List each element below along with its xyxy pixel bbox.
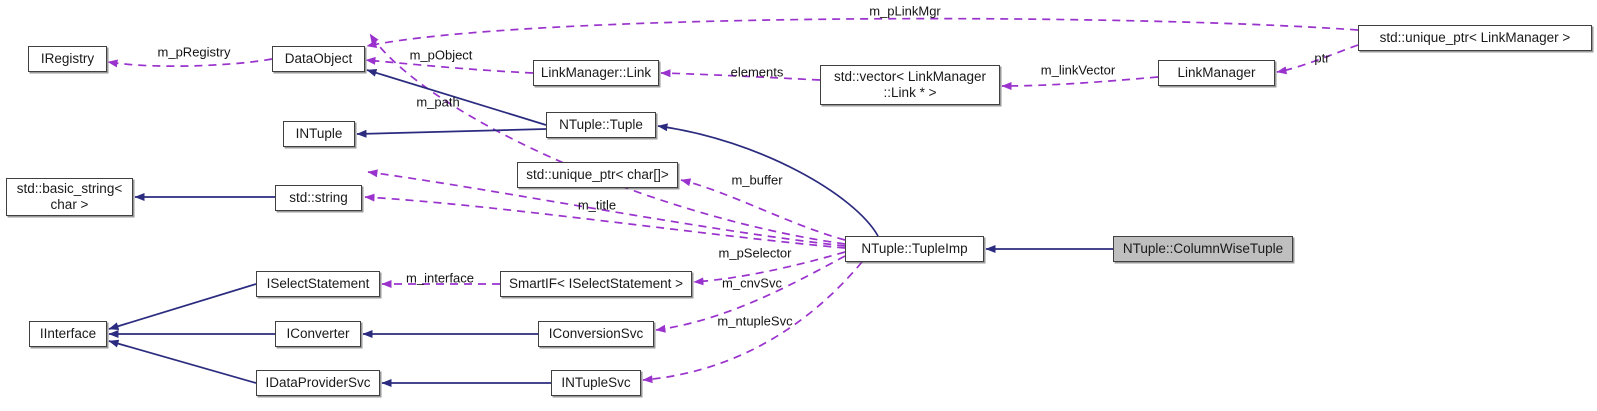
class-node-linkmanager[interactable]: LinkManager — [1158, 60, 1275, 86]
edge-label-m_pObject: m_pObject — [409, 47, 473, 63]
e-tupleimp-string-path — [367, 169, 846, 247]
class-node-tupleimp[interactable]: NTuple::TupleImp — [845, 236, 984, 262]
class-node-intuplesvc[interactable]: INTupleSvc — [551, 370, 641, 396]
edge-label-m_linkVector: m_linkVector — [1040, 62, 1116, 78]
edge-label-ptr: ptr — [1314, 50, 1330, 66]
edge-label-m_path: m_path — [416, 94, 460, 110]
class-node-iconverter[interactable]: IConverter — [275, 321, 361, 347]
edge-label-m_pRegistry: m_pRegistry — [157, 44, 231, 60]
edge-label-m_buffer: m_buffer — [731, 172, 783, 188]
class-node-uniqueptrchar[interactable]: std::unique_ptr< char[]> — [517, 162, 678, 188]
e-iselectstmt-iinterface — [108, 283, 257, 331]
e-dataobject-iregistry — [107, 58, 273, 68]
e-link-dataobject — [365, 56, 534, 74]
edge-label-m_cnvSvc: m_cnvSvc — [722, 275, 782, 291]
class-node-idataprovider[interactable]: IDataProviderSvc — [256, 370, 380, 396]
e-tupleimp-tuple — [657, 123, 879, 237]
e-uniqueptr-linkmanager — [1276, 44, 1359, 75]
class-node-ntupletuple[interactable]: NTuple::Tuple — [546, 112, 656, 138]
class-node-uniqueptrlm[interactable]: std::unique_ptr< LinkManager > — [1358, 25, 1592, 51]
class-node-iconversionsvc[interactable]: IConversionSvc — [538, 321, 654, 347]
edge-label-m_ntupleSvc: m_ntupleSvc — [717, 313, 793, 329]
e-tupleimp-iconversionsvc — [655, 255, 846, 333]
edge-label-m_interface: m_interface — [406, 270, 474, 286]
e-tupleimp-string-title — [364, 193, 846, 249]
e-tupleimp-intuplesvc — [642, 261, 863, 384]
class-node-stdstring[interactable]: std::string — [275, 185, 362, 211]
edge-label-elements: elements — [730, 64, 784, 80]
e-tuple-intuple — [356, 128, 547, 138]
class-node-iselectstmt[interactable]: ISelectStatement — [256, 271, 380, 297]
e-tuple-dataobject — [366, 68, 547, 126]
class-node-smartif[interactable]: SmartIF< ISelectStatement > — [500, 271, 692, 297]
e-vector-link — [660, 69, 821, 81]
class-node-vectorlink[interactable]: std::vector< LinkManager ::Link * > — [820, 65, 1000, 105]
edge-label-m_title: m_title — [577, 197, 617, 213]
edge-label-m_pSelector: m_pSelector — [718, 245, 792, 261]
class-node-iinterface[interactable]: IInterface — [29, 321, 107, 347]
e-idataprovider-iinterface — [108, 339, 257, 384]
class-node-dataobject[interactable]: DataObject — [272, 46, 365, 72]
e-uniqueptr-dataobject — [366, 17, 1359, 48]
class-node-columnwise[interactable]: NTuple::ColumnWiseTuple — [1113, 236, 1293, 262]
class-node-iregistry[interactable]: IRegistry — [28, 46, 107, 72]
edge-label-m_pLinkMgr: m_pLinkMgr — [869, 3, 941, 19]
e-tupleimp-dataobject — [369, 33, 846, 245]
class-node-linkmanagerlink[interactable]: LinkManager::Link — [533, 60, 659, 86]
class-node-basicstring[interactable]: std::basic_string< char > — [6, 178, 133, 216]
e-tupleimp-uniqueptrchar — [680, 178, 846, 241]
class-node-intuple[interactable]: INTuple — [283, 121, 355, 147]
e-linkmanager-vector — [1001, 76, 1159, 90]
